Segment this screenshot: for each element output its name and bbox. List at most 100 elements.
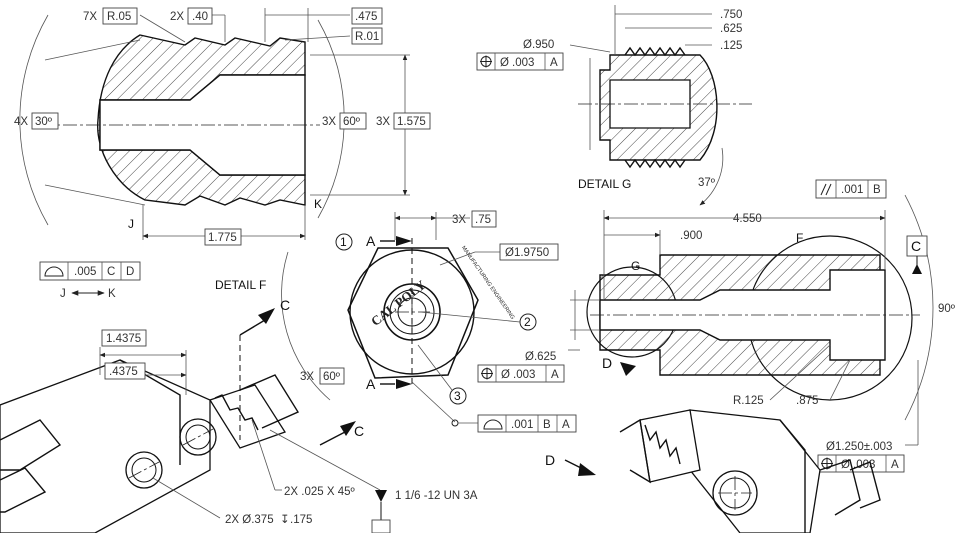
depth-icon: ↧ (280, 514, 290, 526)
label-g: G (631, 259, 640, 273)
svg-text:A: A (891, 459, 899, 471)
svg-text:2: 2 (524, 315, 531, 329)
svg-text:.003: .003 (512, 57, 534, 69)
svg-text:3: 3 (454, 389, 461, 403)
point-k: K (314, 197, 322, 211)
svg-text:A: A (550, 57, 558, 69)
svg-text:.005: .005 (74, 266, 96, 278)
thread-callout-icon (375, 490, 387, 502)
spacing-value: .40 (192, 11, 208, 23)
label-f: F (796, 231, 803, 245)
between-to: K (108, 288, 116, 300)
thread-spec: 1 1/6 -12 UN 3A (395, 490, 478, 502)
chamfer-note: 2X .025 X 45º (284, 486, 355, 498)
between-from: J (60, 288, 66, 300)
svg-text:A: A (551, 369, 559, 381)
position-frame-625: Ø .003 A (477, 364, 565, 383)
dim-4375: .4375 (109, 366, 138, 378)
iso-right-view: D (545, 409, 881, 533)
section-d-arrow-bottom-icon (578, 463, 596, 476)
spacing-count: 2X (170, 11, 184, 23)
section-d-label-bottom: D (545, 452, 555, 468)
dia-625: Ø.625 (525, 351, 556, 363)
dim-125: .125 (720, 40, 742, 52)
svg-text:A: A (562, 419, 570, 431)
width-value: 1.775 (208, 232, 237, 244)
height-count: 3X (376, 116, 390, 128)
section-letter-bottom: A (366, 376, 376, 392)
profile-surface-icon (44, 266, 64, 277)
hole-depth: .175 (290, 514, 312, 526)
section-d-arrow-icon (620, 362, 636, 376)
dim-750: .750 (720, 9, 742, 21)
detail-f-left-arc (19, 14, 49, 226)
angle-right-value: 60º (343, 116, 361, 128)
hole-value: .75 (475, 214, 491, 226)
section-letter-top: A (366, 233, 376, 249)
hole-count: 3X (452, 214, 466, 226)
end-view: CAL POLY MANUFACTURING ENGINEERING 1 2 3… (281, 210, 577, 433)
svg-text:D: D (126, 266, 134, 278)
detail-g-view: .750 .625 .125 Ø.950 37º Ø .003 A DETAIL… (476, 5, 752, 206)
hex-body (347, 247, 479, 379)
detail-f-label: DETAIL F (215, 278, 266, 292)
svg-text:.001: .001 (511, 419, 533, 431)
dim-625: .625 (720, 23, 742, 35)
profile-surface-icon (483, 419, 503, 430)
top-length: .475 (355, 11, 377, 23)
section-c-arrow-top-icon (258, 308, 275, 324)
parallelism-frame: .001 B (815, 179, 887, 199)
svg-text:Ø: Ø (841, 459, 850, 471)
section-view: 4.550 .900 90º F G Ø.625 Ø .003 A R.125 … (477, 179, 956, 473)
radius-count: 7X (83, 11, 97, 23)
dia-1250: Ø1.250±.003 (826, 441, 892, 453)
svg-text:.003: .003 (513, 369, 535, 381)
profile-frame-end-view: .001 B A (477, 414, 577, 433)
fcf-g-diameter: Ø (500, 57, 509, 69)
svg-text:C: C (107, 266, 115, 278)
angle-90: 90º (938, 303, 956, 315)
dim-14375: 1.4375 (106, 333, 141, 345)
height-value: 1.575 (397, 116, 426, 128)
position-frame-1250: Ø .003 A (817, 454, 905, 473)
section-c-label-top: C (280, 297, 290, 313)
dim-angle-37: 37º (698, 177, 716, 189)
svg-text:B: B (543, 419, 551, 431)
balloon-3 (449, 387, 467, 405)
parallelism-icon (820, 183, 827, 196)
iso-left-view: 1.4375 .4375 2X .025 X 45º 2X Ø.375 ↧ .1… (0, 297, 478, 533)
svg-text:1: 1 (340, 235, 347, 249)
len-900: .900 (680, 230, 702, 242)
balloon-1 (335, 233, 353, 251)
detail-f-view: 7X R.05 2X .40 .475 R.01 4X 30º 3X 60º 3… (14, 7, 431, 300)
angle-left-count: 4X (14, 116, 28, 128)
position-tolerance-frame-g: Ø .003 A (476, 52, 564, 71)
detail-g-label: DETAIL G (578, 177, 631, 191)
radius-125: R.125 (733, 395, 764, 407)
dim-875: .875 (796, 395, 818, 407)
section-arrow-bottom-icon (396, 379, 412, 389)
angle-60-count: 3X (300, 371, 314, 383)
bolt-circle-dia: Ø1.9750 (505, 247, 549, 259)
section-c-arrow-bottom-icon (340, 421, 356, 436)
datum-c-label: C (911, 238, 921, 254)
len-total: 4.550 (733, 213, 762, 225)
hole-note: 2X Ø.375 (225, 514, 274, 526)
svg-text:B: B (873, 184, 881, 196)
angle-right-count: 3X (322, 116, 336, 128)
profile-tolerance-frame: .005 C D (39, 261, 141, 281)
svg-text:Ø: Ø (501, 369, 510, 381)
angle-60-value: 60º (323, 371, 341, 383)
angle-left-value: 30º (35, 116, 53, 128)
section-d-label: D (602, 355, 612, 371)
datum-triangle-icon (912, 264, 922, 274)
point-j: J (128, 217, 134, 231)
section-c-label-bottom: C (354, 423, 364, 439)
svg-text:.001: .001 (841, 184, 863, 196)
dim-dia-950: Ø.950 (523, 39, 554, 51)
section-arrow-top-icon (396, 236, 412, 246)
small-radius: R.01 (355, 31, 379, 43)
radius-value: R.05 (107, 11, 131, 23)
